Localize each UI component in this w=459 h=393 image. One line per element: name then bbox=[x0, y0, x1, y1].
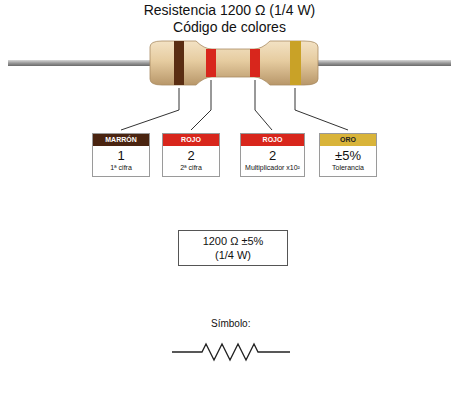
color-box: ROJO22ª cifra bbox=[162, 133, 220, 177]
result-value: 1200 Ω ±5% (1/4 W) bbox=[185, 231, 281, 265]
color-name: ROJO bbox=[241, 134, 304, 146]
resistor-body bbox=[150, 41, 318, 85]
symbol-label: Símbolo: bbox=[211, 318, 250, 329]
leader-line bbox=[255, 80, 272, 130]
color-box: ORO±5%Tolerancia bbox=[319, 133, 377, 177]
color-name: MARRÓN bbox=[93, 134, 149, 146]
leader-line bbox=[121, 88, 179, 130]
leader-line bbox=[295, 88, 348, 130]
color-name: ORO bbox=[320, 134, 376, 146]
digit-value: ±5% bbox=[320, 146, 376, 164]
digit-value: 2 bbox=[163, 146, 219, 164]
band-meaning: Tolerancia bbox=[320, 164, 376, 176]
band-brown bbox=[174, 41, 184, 85]
digit-value: 2 bbox=[241, 146, 304, 164]
leader-line bbox=[191, 80, 211, 130]
color-box: ROJO2Multiplicador x10² bbox=[240, 133, 305, 177]
result-box: 1200 Ω ±5% (1/4 W) bbox=[178, 230, 288, 266]
leader-lines bbox=[121, 80, 348, 130]
band-red bbox=[206, 49, 216, 77]
band-meaning: 2ª cifra bbox=[163, 164, 219, 176]
digit-value: 1 bbox=[93, 146, 149, 164]
color-box: MARRÓN11ª cifra bbox=[92, 133, 150, 177]
band-meaning: Multiplicador x10² bbox=[241, 164, 304, 176]
band-meaning: 1ª cifra bbox=[93, 164, 149, 176]
title: Resistencia 1200 Ω (1/4 W) Código de col… bbox=[127, 2, 332, 36]
color-name: ROJO bbox=[163, 134, 219, 146]
title-block: Resistencia 1200 Ω (1/4 W) Código de col… bbox=[0, 2, 459, 36]
resistor-symbol bbox=[172, 344, 290, 360]
band-gold bbox=[290, 41, 301, 85]
band-red bbox=[250, 49, 260, 77]
